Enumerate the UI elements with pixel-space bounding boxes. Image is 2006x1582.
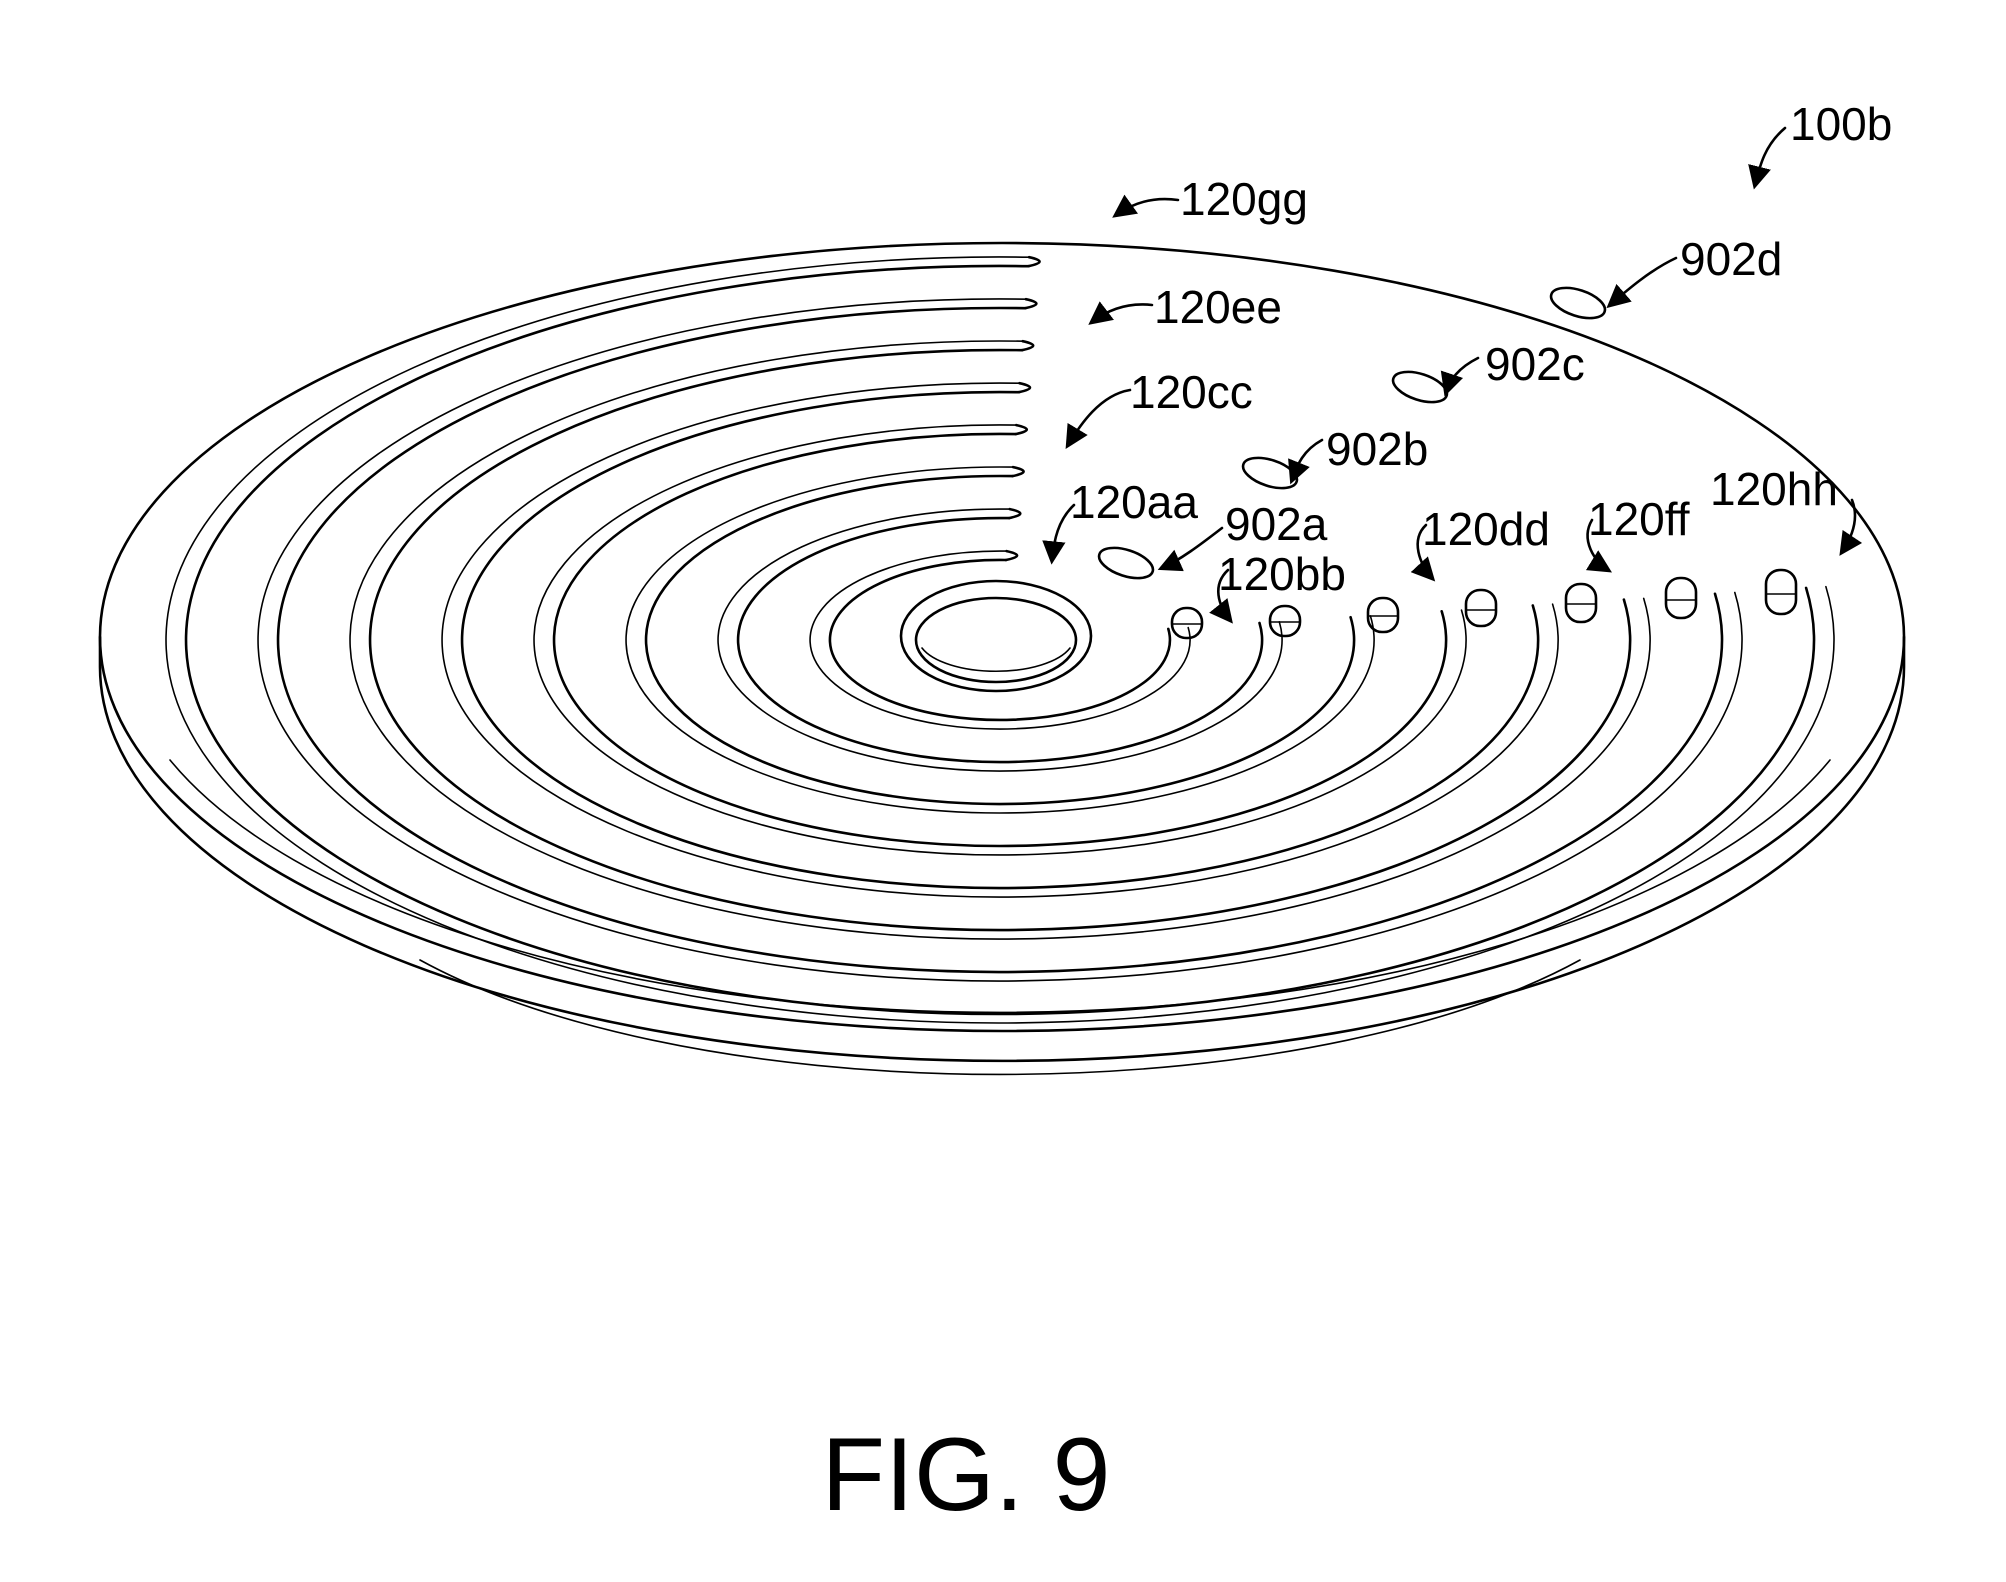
arrow-120gg	[1116, 199, 1178, 215]
channel-ring-6-outer-wall	[350, 341, 1650, 939]
channel-ring-4-inner-wall	[554, 434, 1446, 846]
channel-ring-6-inner-wall	[370, 350, 1630, 930]
channel-ring-6-end-cap	[1022, 341, 1033, 350]
label-100b: 100b	[1790, 98, 1892, 150]
channel-ring-7-outer-wall	[258, 299, 1742, 981]
disc-side-wall	[100, 637, 1904, 1061]
port-902d-oval	[1547, 282, 1608, 324]
channel-ring-7-inner-wall	[278, 308, 1722, 972]
channel-ring-5-end-cap	[1019, 383, 1030, 392]
port-902c-oval	[1389, 366, 1450, 408]
disc-side-shading	[170, 760, 1830, 1012]
channel-ring-4-end-cap	[1016, 425, 1027, 434]
label-902d: 902d	[1680, 233, 1782, 285]
label-120cc: 120cc	[1130, 366, 1253, 418]
slot-120ff-inner	[1466, 590, 1496, 626]
label-120aa: 120aa	[1070, 476, 1198, 528]
arrow-120ee	[1092, 304, 1152, 322]
channel-ring-1-end-cap	[1006, 551, 1017, 560]
arrow-902d	[1610, 258, 1676, 305]
slot-120hh-inner	[1666, 578, 1696, 618]
hub-hole-rim	[916, 598, 1076, 682]
slot-120dd-inner	[1270, 606, 1300, 636]
center-hub	[901, 581, 1091, 691]
channel-ring-3-end-cap	[1012, 467, 1023, 476]
hub-hole-inner-wall	[922, 648, 1070, 671]
label-902c: 902c	[1485, 338, 1585, 390]
label-120dd: 120dd	[1422, 503, 1550, 555]
channel-ring-2-end-cap	[1009, 509, 1020, 518]
channel-ring-7-end-cap	[1025, 299, 1036, 308]
slot-120hh	[1766, 570, 1796, 614]
label-902b: 902b	[1326, 423, 1428, 475]
slot-120dd	[1368, 598, 1398, 632]
label-120ee: 120ee	[1154, 281, 1282, 333]
label-902a: 902a	[1225, 498, 1328, 550]
label-120bb: 120bb	[1218, 548, 1346, 600]
arrow-902a	[1162, 528, 1222, 568]
label-120gg: 120gg	[1180, 173, 1308, 225]
channel-ring-2-outer-wall	[718, 509, 1282, 771]
arrow-902c	[1446, 358, 1478, 392]
figure-caption: FIG. 9	[822, 1417, 1111, 1533]
slot-120bb	[1172, 608, 1202, 638]
port-902b-oval	[1239, 452, 1300, 494]
label-120ff: 120ff	[1588, 493, 1690, 545]
port-902a-oval	[1095, 542, 1156, 584]
reference-labels: 100b 120gg 902d 120ee 902c 120cc 902b 12…	[1070, 98, 1892, 600]
arrow-120cc	[1068, 390, 1130, 445]
slot-120ff	[1566, 584, 1596, 622]
channel-ring-4-outer-wall	[534, 425, 1466, 855]
arrow-902b	[1292, 440, 1322, 480]
channel-ring-1-inner-wall	[830, 560, 1170, 720]
channel-ring-8-end-cap	[1028, 257, 1039, 266]
arrow-100b	[1755, 128, 1785, 185]
label-120hh: 120hh	[1710, 463, 1838, 515]
arrow-120hh	[1842, 500, 1855, 552]
